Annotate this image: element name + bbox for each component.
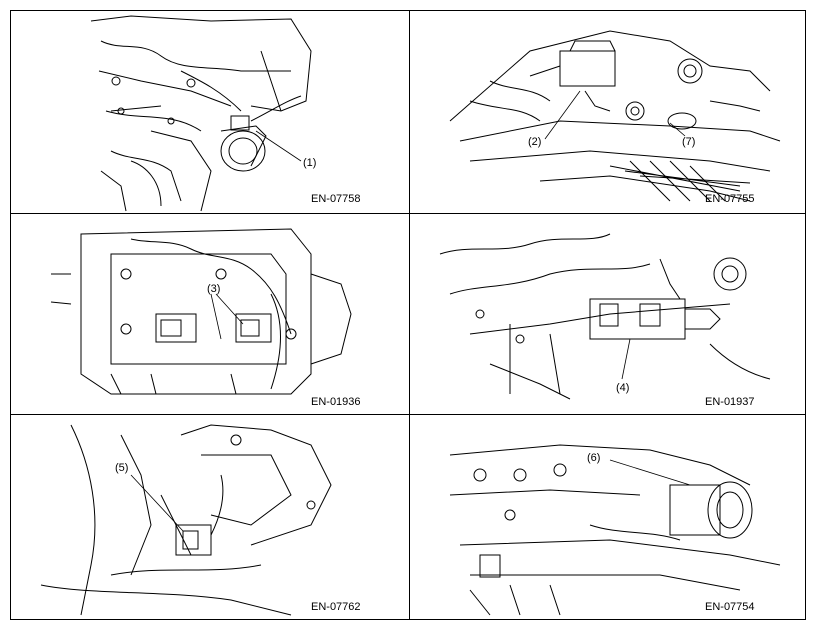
callout-4: (4): [616, 382, 630, 394]
callout-6: (6): [587, 452, 601, 464]
panel-2: (2) (7) EN-07755: [410, 11, 805, 213]
row-divider-2: [11, 414, 805, 415]
figure-code-1: EN-07758: [311, 193, 361, 205]
panel-4: (4) EN-01937: [410, 214, 805, 414]
panel-6: (6) EN-07754: [410, 415, 805, 619]
panel-1: (1) EN-07758: [11, 11, 409, 213]
figure-code-5: EN-07762: [311, 601, 361, 613]
center-divider: [409, 11, 410, 619]
figure-code-3: EN-01936: [311, 396, 361, 408]
engine-illustration-2: [449, 30, 781, 202]
callout-3: (3): [207, 283, 221, 295]
callout-5: (5): [115, 462, 129, 474]
engine-illustration-6: [449, 444, 781, 616]
figure-code-4: EN-01937: [705, 396, 755, 408]
figure-code-6: EN-07754: [705, 601, 755, 613]
row-divider-1: [11, 213, 805, 214]
figure-code-2: EN-07755: [705, 193, 755, 205]
engine-illustration-1: [90, 15, 312, 212]
callout-2: (2): [528, 136, 542, 148]
figure-sheet: (1) EN-07758 (2) (7) EN-07755: [10, 10, 806, 620]
engine-illustration-3: [50, 228, 352, 395]
panel-5: (5) EN-07762: [11, 415, 409, 619]
panel-3: (3) EN-01936: [11, 214, 409, 414]
callout-1: (1): [303, 157, 317, 169]
engine-illustration-4: [439, 233, 771, 400]
engine-illustration-5: [40, 424, 332, 616]
callout-7: (7): [682, 136, 696, 148]
